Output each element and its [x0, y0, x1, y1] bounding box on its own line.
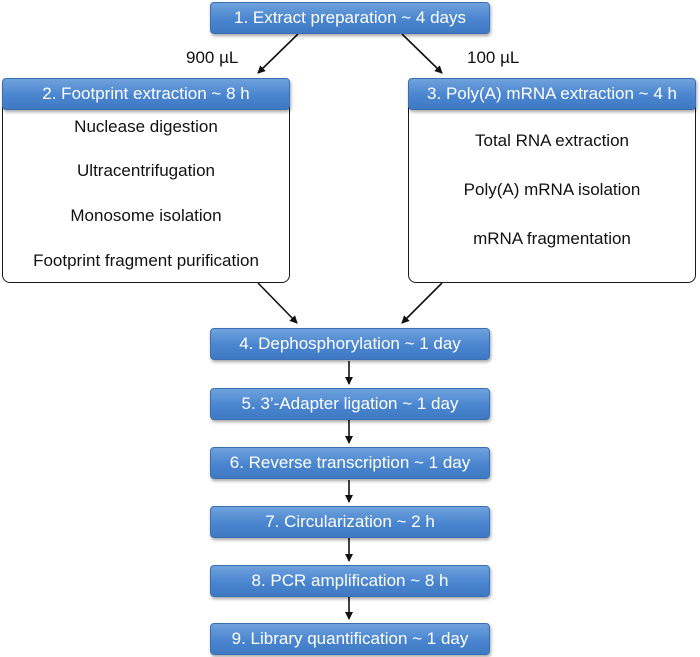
arrow-step1-to-mrna: [401, 33, 443, 74]
footprint-substep: Ultracentrifugation: [77, 161, 215, 180]
footprint-substep: Monosome isolation: [70, 206, 222, 225]
step-reverse-transcription: 6. Reverse transcription ~ 1 day: [210, 447, 490, 479]
step-extract-preparation: 1. Extract preparation ~ 4 days: [210, 2, 490, 34]
arrow-footprint-to-step4: [257, 282, 298, 324]
step-polya-mrna-extraction: 3. Poly(A) mRNA extraction ~ 4 h: [408, 78, 696, 110]
step-adapter-ligation: 5. 3’-Adapter ligation ~ 1 day: [210, 388, 490, 420]
step-library-quantification: 9. Library quantification ~ 1 day: [210, 623, 490, 655]
step-dephosphorylation: 4. Dephosphorylation ~ 1 day: [210, 328, 490, 360]
mrna-substep: mRNA fragmentation: [473, 229, 631, 248]
volume-label-left: 900 µL: [186, 48, 239, 67]
step-pcr-amplification: 8. PCR amplification ~ 8 h: [210, 565, 490, 597]
step-circularization: 7. Circularization ~ 2 h: [210, 506, 490, 538]
arrow-mrna-to-step4: [401, 282, 443, 324]
footprint-substep: Nuclease digestion: [74, 117, 218, 136]
arrow-step1-to-footprint: [257, 33, 299, 74]
footprint-substep: Footprint fragment purification: [33, 251, 259, 270]
mrna-substep: Poly(A) mRNA isolation: [463, 180, 641, 199]
mrna-extraction-panel: 3. Poly(A) mRNA extraction ~ 4 h: [408, 78, 696, 283]
footprint-extraction-panel: 2. Footprint extraction ~ 8 h: [2, 78, 290, 283]
volume-label-right: 100 µL: [467, 48, 520, 67]
step-footprint-extraction: 2. Footprint extraction ~ 8 h: [2, 78, 290, 110]
mrna-substep: Total RNA extraction: [474, 131, 629, 150]
